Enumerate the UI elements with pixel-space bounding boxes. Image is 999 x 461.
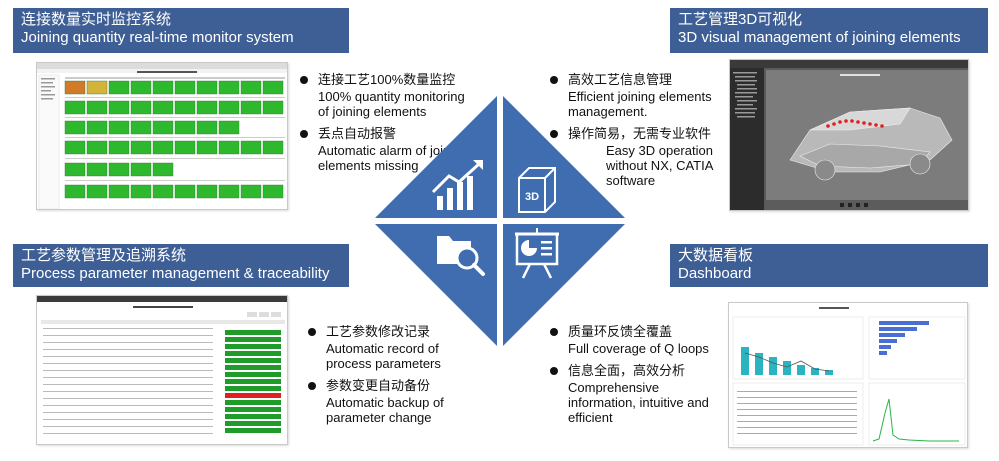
parameter-management-banner: 工艺参数管理及追溯系统 Process parameter management… <box>13 244 349 287</box>
bullet-text-en: Easy 3D operation without NX, CATIA soft… <box>606 143 713 188</box>
visual-management-banner: 工艺管理3D可视化 3D visual management of joinin… <box>670 8 988 53</box>
center-diamond: 3D <box>375 96 625 346</box>
bullet-text-en: Automatic alarm of joining elements miss… <box>318 143 468 173</box>
banner-title-cn: 工艺参数管理及追溯系统 <box>21 247 187 264</box>
bullet-text-en: 100% quantity monitoring of joining elem… <box>318 89 465 119</box>
bullet-text-en: Automatic backup of parameter change <box>326 395 444 425</box>
bullet-text-cn: 操作简易，无需专业软件 <box>568 126 712 141</box>
bullet-text-en: Full coverage of Q loops <box>568 341 709 356</box>
3d-cube-label: 3D <box>525 191 539 203</box>
diamond-top-left <box>375 96 497 218</box>
3d-visualization-screenshot <box>729 59 969 211</box>
list-item: 质量环反馈全覆盖 Full coverage of Q loops <box>548 324 728 356</box>
bullet-text-cn: 高效工艺信息管理 <box>568 72 673 87</box>
banner-title-cn: 工艺管理3D可视化 <box>678 11 803 28</box>
bullet-text-cn: 连接工艺100%数量监控 <box>318 72 456 87</box>
bullet-text-en: Automatic record of process parameters <box>326 341 441 371</box>
bullet-text-cn: 信息全面，高效分析 <box>568 363 686 378</box>
list-item: 工艺参数修改记录 Automatic record of process par… <box>306 324 486 371</box>
bullet-text-en: Efficient joining elements management. <box>568 89 712 119</box>
visual-management-bullets: 高效工艺信息管理 Efficient joining elements mana… <box>548 72 728 195</box>
dashboard-bullets: 质量环反馈全覆盖 Full coverage of Q loops 信息全面，高… <box>548 324 728 432</box>
bullet-text-cn: 质量环反馈全覆盖 <box>568 324 673 339</box>
list-item: 操作简易，无需专业软件 Easy 3D operation without NX… <box>548 126 728 188</box>
banner-title-en: 3D visual management of joining elements <box>678 29 961 46</box>
banner-title-en: Joining quantity real-time monitor syste… <box>21 29 294 46</box>
dashboard-banner: 大数据看板 Dashboard <box>670 244 988 287</box>
bullet-text-cn: 丢点自动报警 <box>318 126 397 141</box>
monitor-system-bullets: 连接工艺100%数量监控 100% quantity monitoring of… <box>298 72 478 180</box>
trend-chart-icon <box>431 160 483 210</box>
diamond-top-right <box>503 96 625 218</box>
banner-title-cn: 连接数量实时监控系统 <box>21 11 172 28</box>
monitor-system-banner: 连接数量实时监控系统 Joining quantity real-time mo… <box>13 8 349 53</box>
monitor-system-screenshot <box>36 62 288 210</box>
list-item: 信息全面，高效分析 Comprehensive information, int… <box>548 363 728 425</box>
dashboard-screenshot <box>728 302 968 448</box>
parameter-management-bullets: 工艺参数修改记录 Automatic record of process par… <box>306 324 486 432</box>
diamond-bottom-right <box>503 224 625 346</box>
banner-title-en: Process parameter management & traceabil… <box>21 265 330 282</box>
list-item: 丢点自动报警 Automatic alarm of joining elemen… <box>298 126 478 173</box>
presentation-board-icon <box>515 228 559 279</box>
list-item: 连接工艺100%数量监控 100% quantity monitoring of… <box>298 72 478 119</box>
list-item: 高效工艺信息管理 Efficient joining elements mana… <box>548 72 728 119</box>
list-item: 参数变更自动备份 Automatic backup of parameter c… <box>306 378 486 425</box>
banner-title-cn: 大数据看板 <box>678 247 754 264</box>
bullet-text-cn: 工艺参数修改记录 <box>326 324 431 339</box>
parameter-traceability-screenshot <box>36 295 288 445</box>
bullet-text-en: Comprehensive information, intuitive and… <box>568 380 709 425</box>
bullet-text-cn: 参数变更自动备份 <box>326 378 431 393</box>
3d-cube-icon: 3D <box>518 167 556 213</box>
diamond-bottom-left <box>375 224 497 346</box>
folder-search-icon <box>437 236 485 276</box>
banner-title-en: Dashboard <box>678 265 752 282</box>
